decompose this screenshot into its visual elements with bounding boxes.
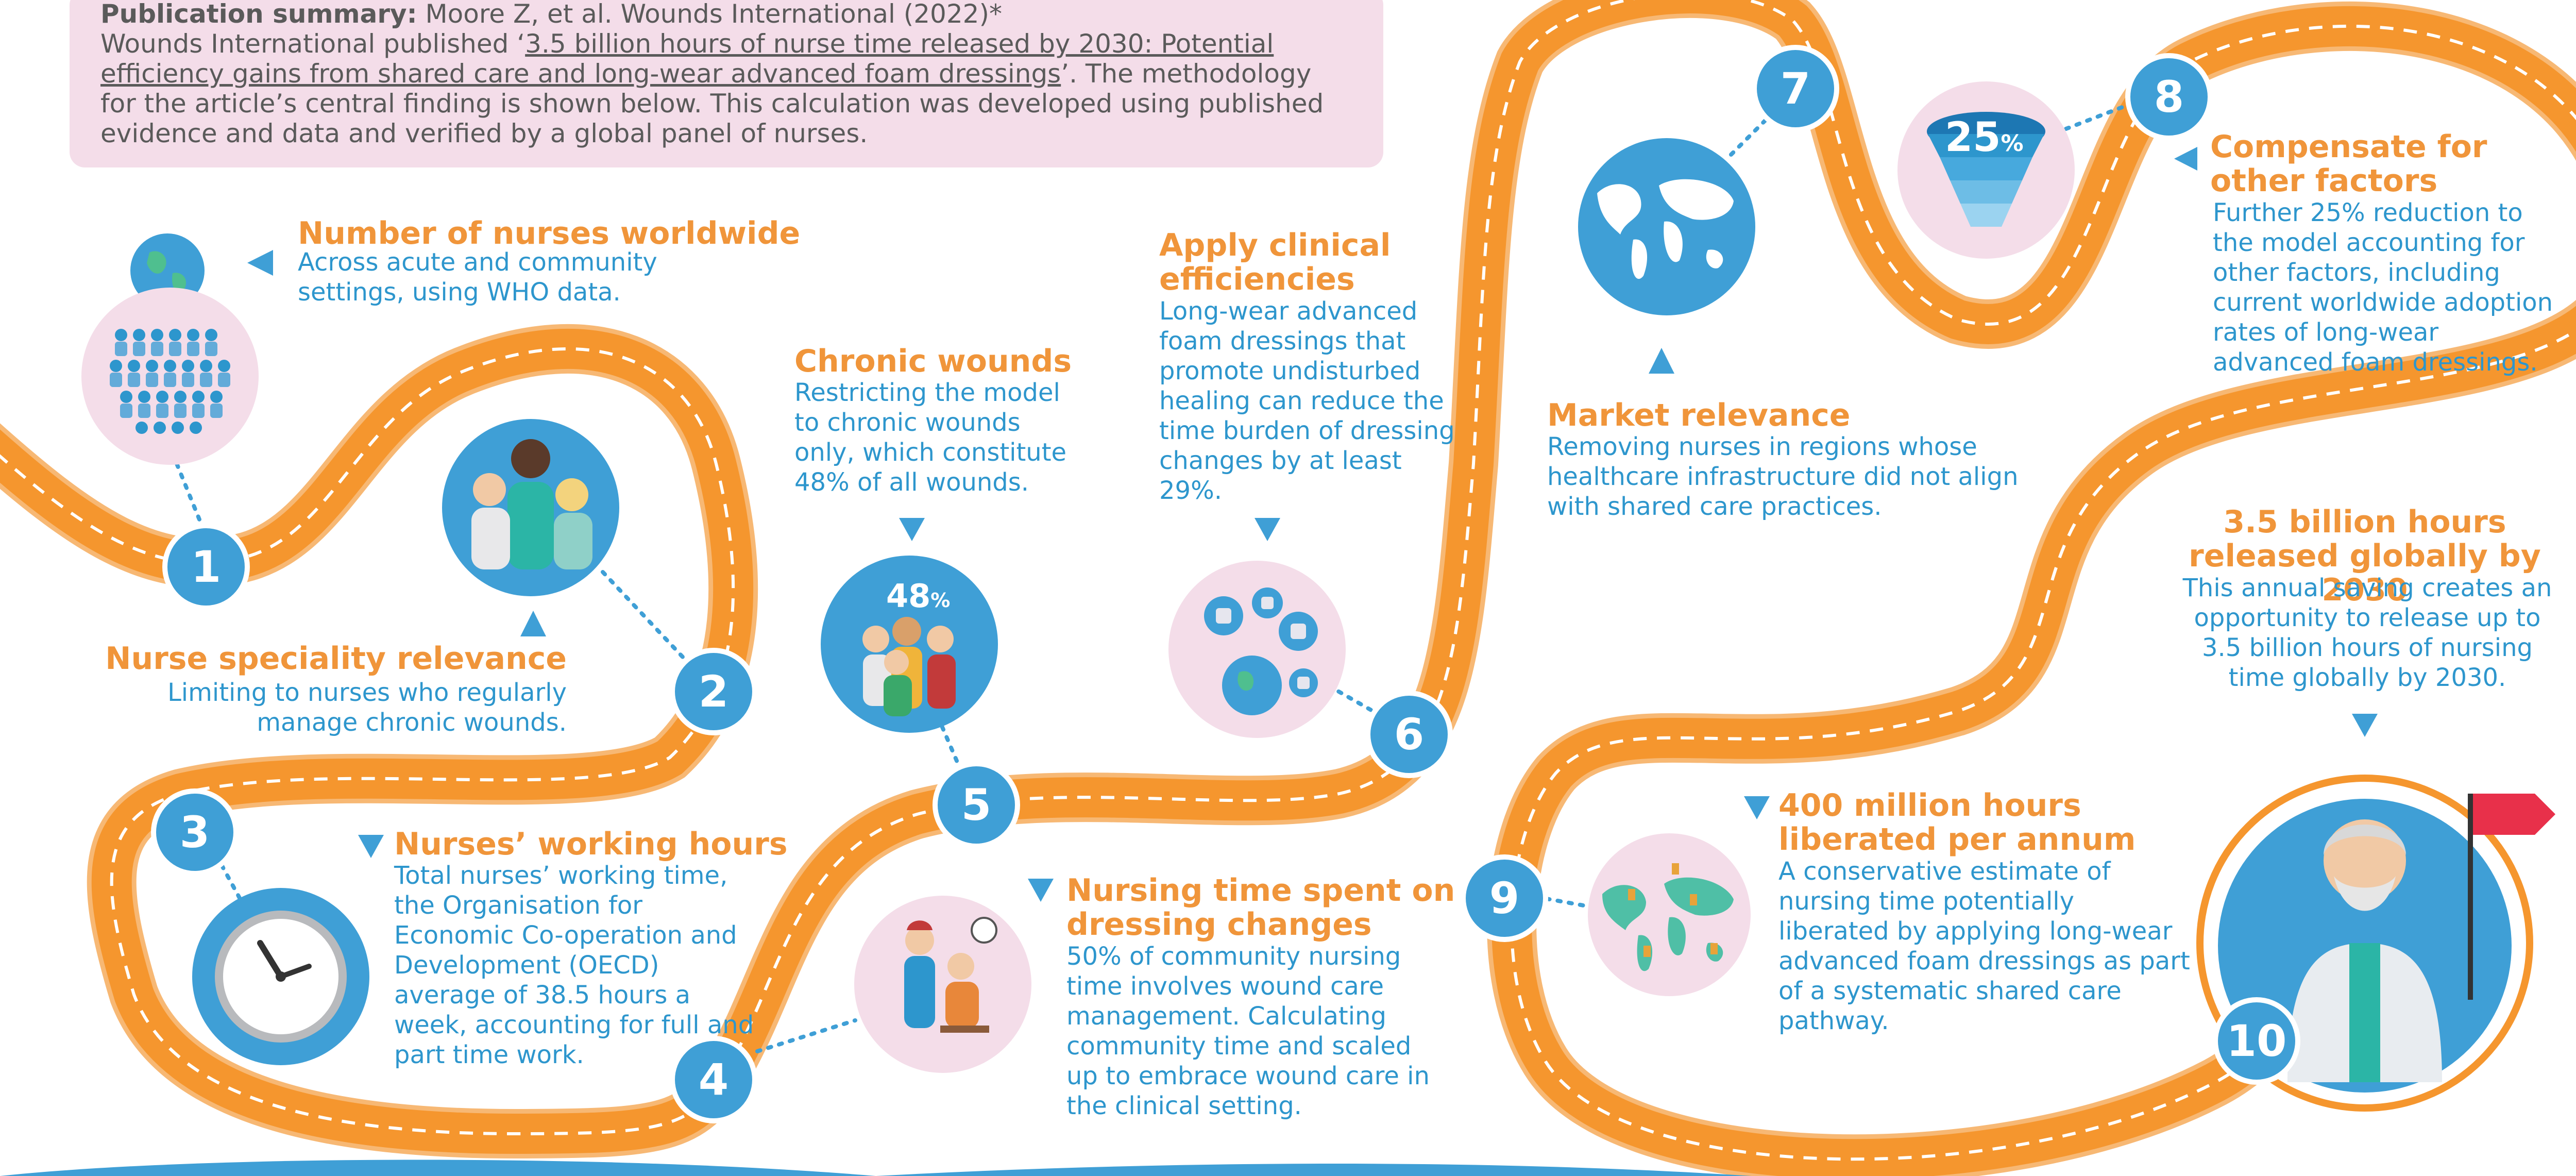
step-8-title: Compensate for other factors (2210, 129, 2487, 199)
marker-1[interactable] (162, 523, 250, 611)
arrow-step-10 (2352, 714, 2378, 737)
arrow-step-5 (899, 518, 925, 541)
marker-2-label: 2 (698, 666, 729, 717)
article-title-link[interactable]: 3.5 billion hours of nurse time released… (100, 29, 1274, 89)
marker-5[interactable] (933, 761, 1020, 849)
marker-10[interactable] (2213, 997, 2300, 1085)
hourglass-map-icon (1588, 833, 1751, 996)
nurse-patient-icon (854, 896, 1031, 1073)
connector-5 (936, 714, 971, 791)
step-4-text: 50% of community nursing time involves w… (1066, 942, 1430, 1120)
step-10-text: This annual saving creates an opportunit… (2182, 574, 2552, 692)
marker-10-label: 10 (2226, 1016, 2287, 1066)
marker-2[interactable] (670, 648, 757, 735)
marker-9-label: 9 (1489, 873, 1520, 923)
factor-pct-value: 25 (1945, 114, 2001, 161)
marker-4-label: 4 (698, 1054, 729, 1105)
step-6-text: Long-wear advanced foam dressings that p… (1159, 297, 1455, 505)
marker-3-label: 3 (179, 807, 210, 858)
chronic-pct-value: 48 (886, 577, 931, 615)
publication-citation: Moore Z, et al. Wounds International (20… (417, 0, 1003, 29)
publication-summary: Publication summary: Moore Z, et al. Wou… (70, 0, 1383, 167)
step-4-title: Nursing time spent on dressing changes (1066, 872, 1455, 943)
step-9-text: A conservative estimate of nursing time … (1778, 857, 2190, 1035)
marker-8-label: 8 (2154, 72, 2184, 122)
step-8-text: Further 25% reduction to the model accou… (2213, 198, 2553, 377)
chronic-pct-sign: % (930, 589, 951, 612)
connector-1 (171, 451, 208, 538)
connector-2 (601, 570, 687, 662)
nurses-crowd-icon (81, 288, 259, 465)
bottom-wave-left (0, 1160, 876, 1176)
step-10-title: 3.5 billion hours released globally by 2… (2189, 504, 2541, 608)
bottom-wave-right (876, 1164, 1752, 1176)
publication-suffix: ’. The methodology for the article’s cen… (100, 59, 1324, 148)
reduction-funnel-icon (1897, 81, 2075, 259)
step-9-title: 400 million hours liberated per annum (1778, 787, 2136, 858)
step-3-text: Total nurses’ working time, the Organisa… (394, 861, 754, 1069)
step-5-text: Restricting the model to chronic wounds … (794, 378, 1067, 497)
world-map-icon (1578, 138, 1755, 315)
arrow-step-4 (1028, 879, 1054, 902)
marker-8[interactable] (2125, 53, 2213, 141)
marker-9[interactable] (1461, 854, 1548, 942)
dressings-globe-icon (1168, 561, 1346, 738)
marker-7[interactable] (1752, 45, 1839, 132)
step-2-text: Limiting to nurses who regularly manage … (167, 678, 567, 737)
step-3-title: Nurses’ working hours (394, 826, 788, 862)
chronic-percentage-badge: 48% (886, 577, 950, 615)
marker-5-label: 5 (961, 780, 992, 830)
clock-icon (192, 888, 369, 1065)
factor-pct-sign: % (2001, 130, 2024, 157)
step-7-title: Market relevance (1547, 397, 1851, 433)
step-2-title: Nurse speciality relevance (105, 641, 567, 677)
connector-8 (2064, 101, 2135, 131)
factor-percentage-badge: 25% (1945, 114, 2024, 161)
arrow-step-3 (358, 835, 384, 858)
arrow-step-8 (2174, 147, 2197, 171)
arrow-step-1 (247, 250, 273, 276)
arrow-step-2 (520, 611, 546, 636)
marker-6[interactable] (1365, 691, 1453, 778)
arrow-step-9 (1744, 796, 1770, 819)
publication-prefix: Wounds International published ‘ (100, 29, 526, 59)
marker-6-label: 6 (1394, 709, 1425, 760)
arrow-step-6 (1255, 518, 1280, 541)
chronic-wounds-icon (821, 556, 998, 733)
marker-3[interactable] (151, 788, 239, 876)
marker-1-label: 1 (191, 542, 222, 592)
step-6-title: Apply clinical efficiencies (1159, 227, 1391, 297)
publication-label: Publication summary: (100, 0, 417, 29)
step-5-title: Chronic wounds (794, 343, 1072, 379)
step-1-text: Across acute and community settings, usi… (298, 248, 657, 307)
marker-7-label: 7 (1780, 63, 1811, 114)
nurse-group-icon (442, 419, 619, 596)
step-7-text: Removing nurses in regions whose healthc… (1547, 432, 2019, 521)
marker-4[interactable] (670, 1036, 757, 1123)
step-1-title: Number of nurses worldwide (298, 215, 801, 251)
arrow-step-7 (1649, 348, 1674, 374)
